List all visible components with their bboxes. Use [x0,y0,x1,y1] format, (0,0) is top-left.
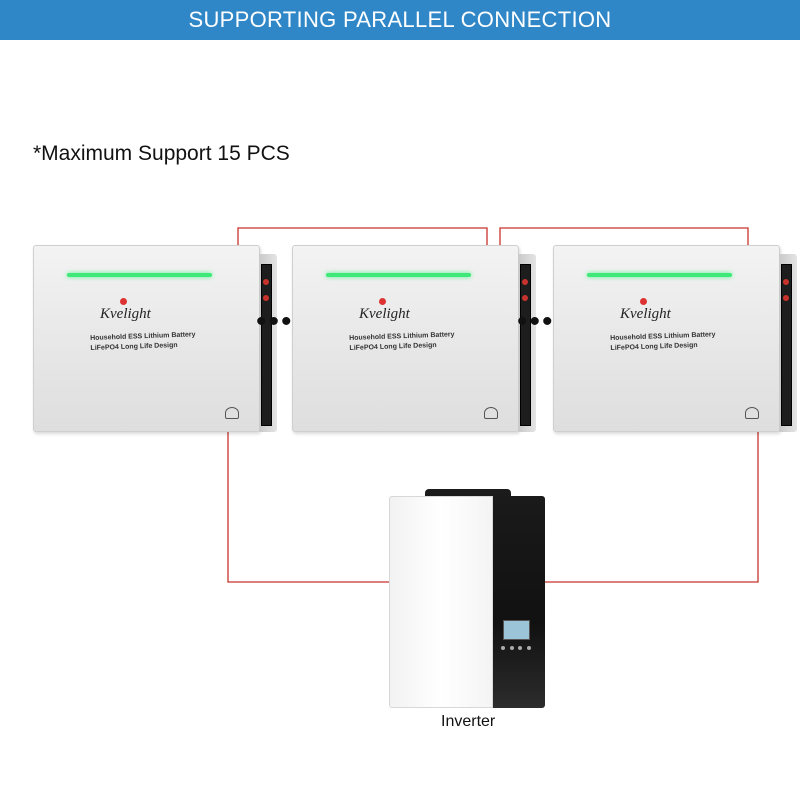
brand-logo: Kvelight [620,306,671,322]
wifi-icon [225,407,239,419]
inverter-handle [425,489,511,498]
status-led-bar [67,273,212,277]
status-led-bar [587,273,732,277]
inverter-label: Inverter [441,713,496,730]
inverter-control-panel [493,496,545,708]
brand-logo: Kvelight [359,306,410,322]
wifi-icon [484,407,498,419]
banner-title: SUPPORTING PARALLEL CONNECTION [188,7,612,32]
inverter-buttons [501,646,531,650]
wifi-icon [745,407,759,419]
max-support-note: *Maximum Support 15 PCS [33,142,290,165]
header-banner: SUPPORTING PARALLEL CONNECTION [0,0,800,40]
status-led-bar [326,273,471,277]
battery-port-panel [520,264,531,426]
inverter-lcd-screen [503,620,530,640]
brand-logo-icon [120,298,127,305]
wire-right-to-inverter [545,430,759,583]
ellipsis-separator-2: ••• [517,305,555,338]
battery-port-panel [781,264,792,426]
battery-port-panel [261,264,272,426]
brand-logo: Kvelight [100,306,151,322]
inverter-unit [389,489,545,708]
inverter-front-panel [389,496,493,708]
brand-logo-icon [379,298,386,305]
wire-left-to-inverter [227,430,395,583]
brand-logo-icon [640,298,647,305]
ellipsis-separator-1: ••• [256,305,294,338]
